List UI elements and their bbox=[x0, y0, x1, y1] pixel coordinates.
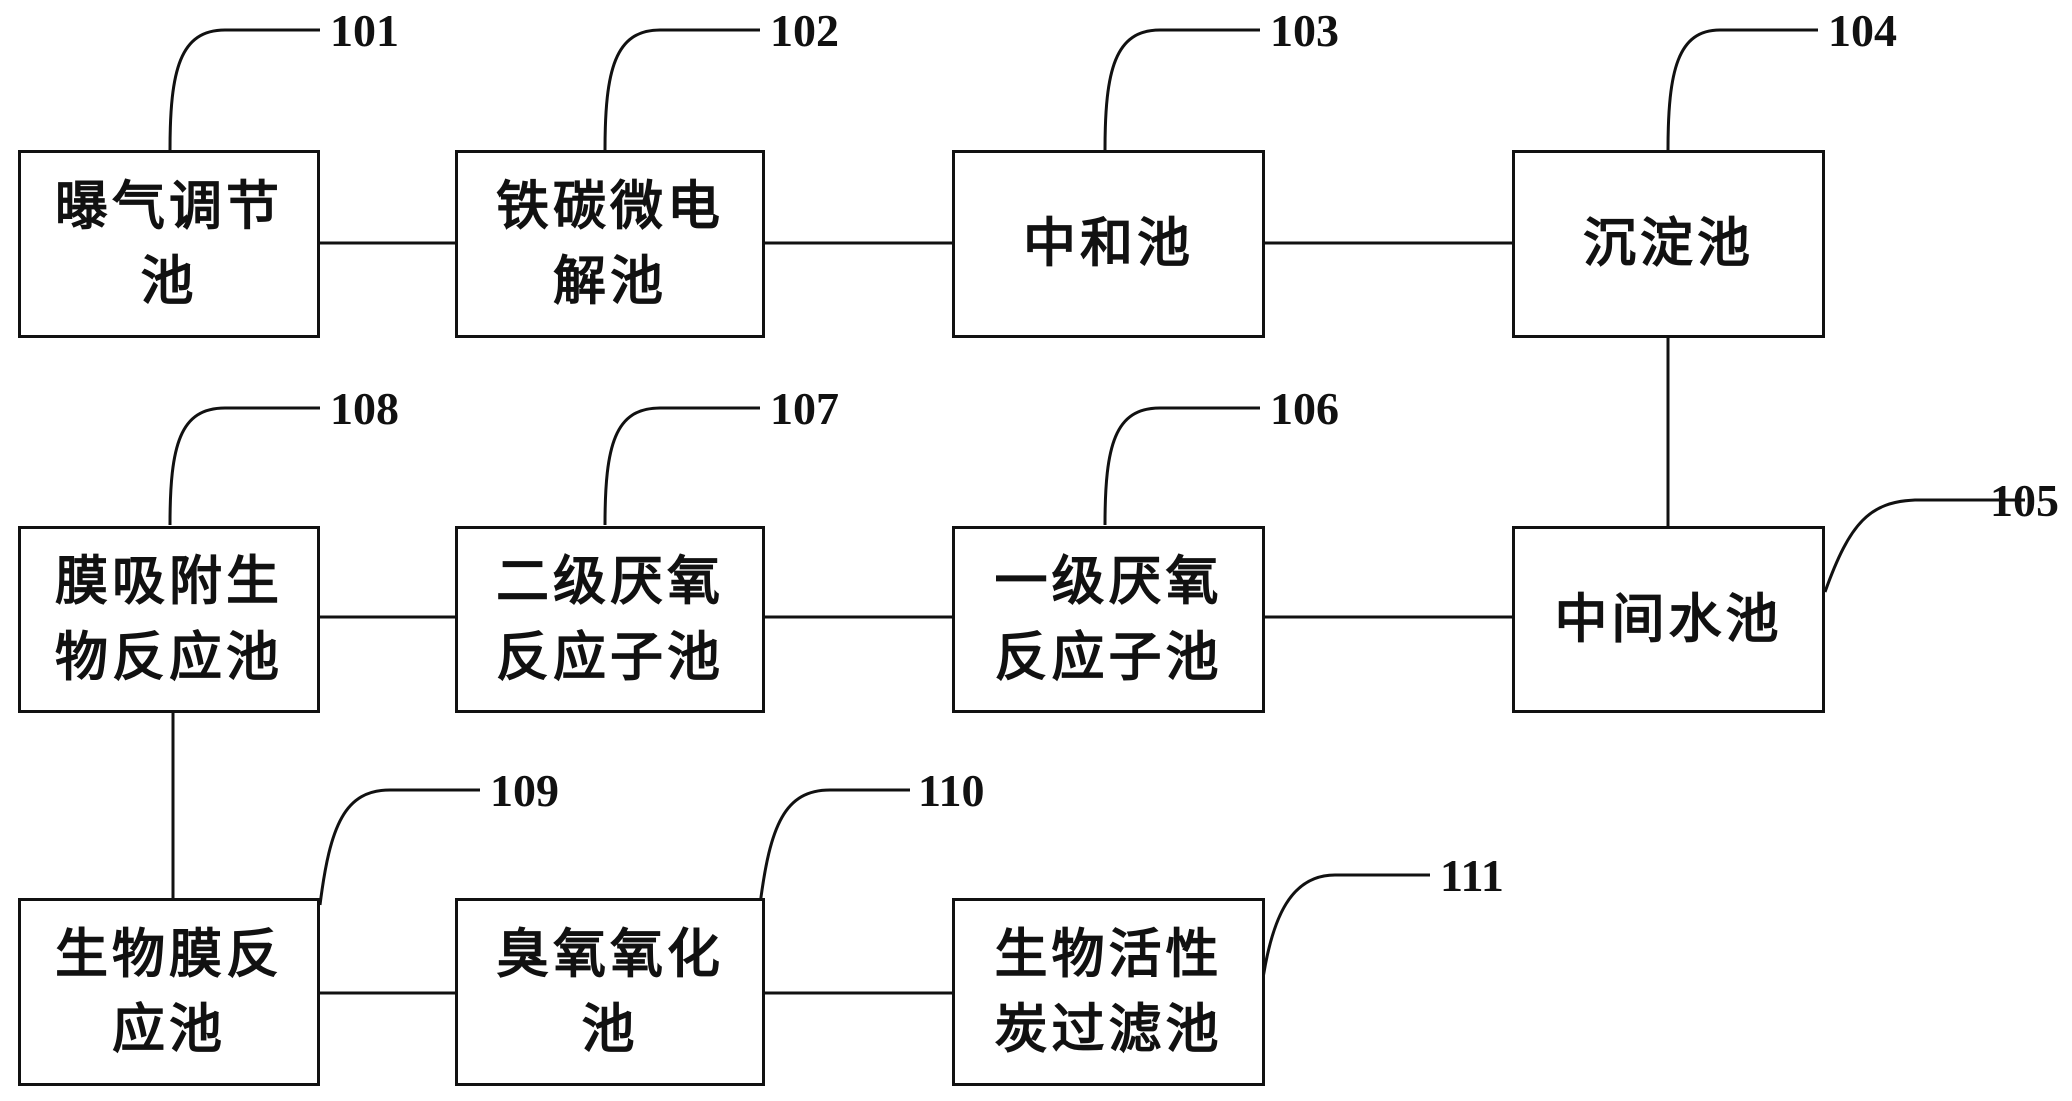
node-105-label: 中间水池 bbox=[1554, 587, 1783, 650]
leader-101 bbox=[168, 28, 320, 151]
node-110-label: 臭氧氧化 池 bbox=[496, 922, 724, 1060]
node-111: 生物活性 炭过滤池 bbox=[952, 898, 1265, 1086]
leader-106 bbox=[1103, 406, 1260, 526]
leader-103 bbox=[1103, 28, 1260, 151]
node-106: 一级厌氧 反应子池 bbox=[952, 526, 1265, 713]
node-101: 曝气调节 池 bbox=[18, 150, 320, 338]
ref-label-109: 109 bbox=[490, 765, 559, 816]
node-108: 膜吸附生 物反应池 bbox=[18, 526, 320, 713]
node-104: 沉淀池 bbox=[1512, 150, 1825, 338]
leader-108 bbox=[168, 406, 320, 526]
node-103-label: 中和池 bbox=[1023, 212, 1194, 275]
ref-label-101: 101 bbox=[330, 5, 399, 56]
node-107-label: 二级厌氧 反应子池 bbox=[496, 550, 724, 688]
node-108-label: 膜吸附生 物反应池 bbox=[55, 550, 283, 688]
leader-110 bbox=[758, 788, 910, 906]
node-104-label: 沉淀池 bbox=[1583, 212, 1754, 275]
leader-105 bbox=[1823, 498, 2025, 593]
node-106-label: 一级厌氧 反应子池 bbox=[994, 550, 1223, 688]
node-109-label: 生物膜反 应池 bbox=[55, 922, 283, 1060]
node-105: 中间水池 bbox=[1512, 526, 1825, 713]
leader-102 bbox=[603, 28, 760, 151]
ref-label-105: 105 bbox=[1990, 475, 2059, 526]
ref-label-102: 102 bbox=[770, 5, 839, 56]
node-102-label: 铁碳微电 解池 bbox=[496, 174, 724, 312]
ref-label-111: 111 bbox=[1440, 850, 1504, 901]
leader-111 bbox=[1260, 873, 1430, 986]
ref-label-107: 107 bbox=[770, 383, 839, 434]
ref-label-104: 104 bbox=[1828, 5, 1897, 56]
leader-104 bbox=[1666, 28, 1818, 151]
node-107: 二级厌氧 反应子池 bbox=[455, 526, 765, 713]
leader-107 bbox=[603, 406, 760, 526]
node-110: 臭氧氧化 池 bbox=[455, 898, 765, 1086]
node-111-label: 生物活性 炭过滤池 bbox=[994, 922, 1223, 1060]
ref-label-110: 110 bbox=[918, 765, 985, 816]
node-103: 中和池 bbox=[952, 150, 1265, 338]
ref-label-106: 106 bbox=[1270, 383, 1339, 434]
node-102: 铁碳微电 解池 bbox=[455, 150, 765, 338]
node-101-label: 曝气调节 池 bbox=[55, 174, 283, 312]
ref-label-103: 103 bbox=[1270, 5, 1339, 56]
ref-label-108: 108 bbox=[330, 383, 399, 434]
node-109: 生物膜反 应池 bbox=[18, 898, 320, 1086]
leader-109 bbox=[318, 788, 480, 906]
